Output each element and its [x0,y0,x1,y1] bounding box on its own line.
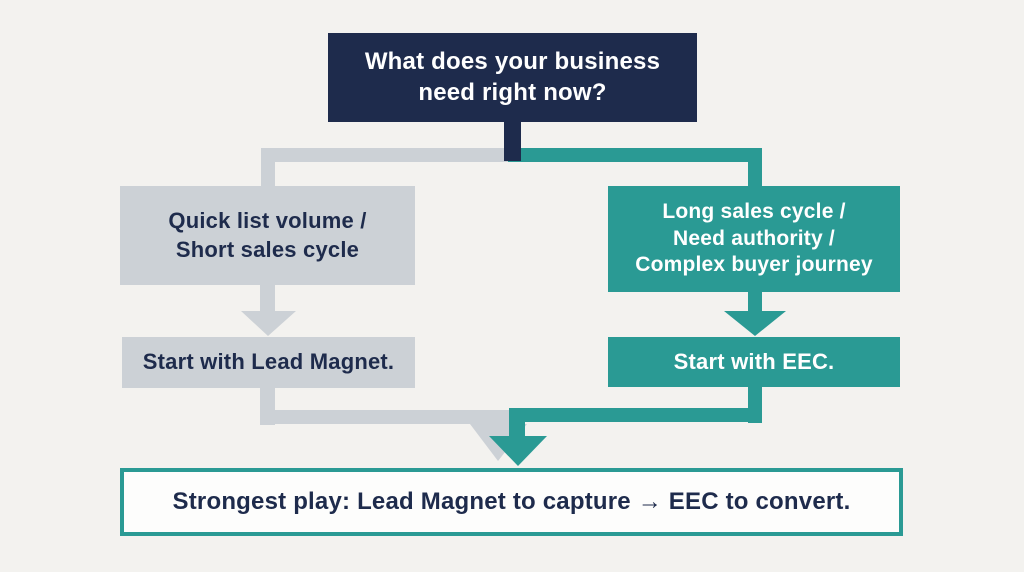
arrow-down-merge-teal-icon [489,436,547,466]
condition-right-line-1: Long sales cycle / [662,199,846,223]
root-question-line-2: need right now? [418,78,607,106]
arrow-down-left-icon [241,311,296,336]
connector-merge-arrow-stem [509,408,525,438]
root-question-line-1: What does your business [364,47,661,75]
connector-left-merge-horizontal [260,410,512,424]
conclusion-label: Strongest play: Lead Magnet to capture →… [172,487,851,515]
connector-right-arrow-stem [748,292,762,312]
condition-left-line-2: Short sales cycle [175,236,360,262]
condition-right-line-3: Complex buyer journey [635,253,873,277]
connector-split-right-horizontal [508,148,762,162]
connector-right-merge-horizontal [510,408,762,422]
result-left-box: Start with Lead Magnet. [122,337,415,388]
connector-root-stem [504,122,521,161]
connector-split-right-vertical [748,148,762,188]
condition-right-box: Long sales cycle / Need authority / Comp… [608,186,900,292]
arrow-down-right-icon [724,311,786,336]
result-right-box: Start with EEC. [608,337,900,387]
root-question-box: What does your business need right now? [328,33,697,122]
condition-left-box: Quick list volume / Short sales cycle [120,186,415,285]
condition-left-line-1: Quick list volume / [168,208,367,234]
connector-left-arrow-stem [260,285,275,312]
conclusion-box: Strongest play: Lead Magnet to capture →… [120,468,903,536]
connector-split-left-horizontal [261,148,512,162]
connector-split-left-vertical [261,148,275,187]
result-right-label: Start with EEC. [673,348,835,374]
result-left-label: Start with Lead Magnet. [142,349,395,375]
condition-right-line-2: Need authority / [673,226,835,250]
